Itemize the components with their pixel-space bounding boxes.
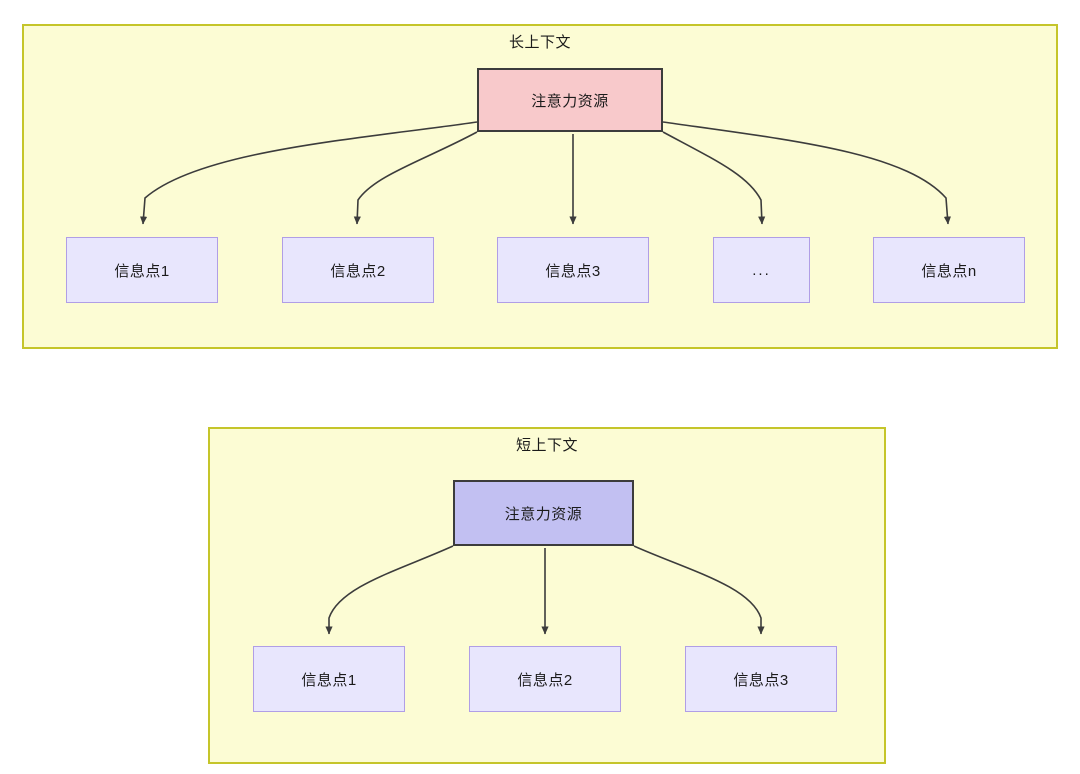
node-info-point-s1[interactable]: 信息点1 — [253, 646, 405, 712]
node-info-point-s3[interactable]: 信息点3 — [685, 646, 837, 712]
node-info-point-1[interactable]: 信息点1 — [66, 237, 218, 303]
node-info-point-ellipsis[interactable]: ... — [713, 237, 810, 303]
node-attention-resource-short[interactable]: 注意力资源 — [453, 480, 634, 546]
group-short-context — [208, 427, 886, 764]
node-info-point-2[interactable]: 信息点2 — [282, 237, 434, 303]
node-label: ... — [752, 261, 771, 279]
node-info-point-3[interactable]: 信息点3 — [497, 237, 649, 303]
node-label: 信息点3 — [733, 671, 789, 689]
node-label: 信息点2 — [517, 671, 573, 689]
node-info-point-s2[interactable]: 信息点2 — [469, 646, 621, 712]
node-info-point-n[interactable]: 信息点n — [873, 237, 1025, 303]
node-label: 信息点1 — [301, 671, 357, 689]
node-label: 注意力资源 — [531, 92, 609, 110]
node-attention-resource-long[interactable]: 注意力资源 — [477, 68, 663, 132]
node-label: 信息点1 — [114, 262, 170, 280]
node-label: 注意力资源 — [504, 505, 583, 523]
node-label: 信息点2 — [330, 262, 386, 280]
group-short-context-title: 短上下文 — [515, 437, 578, 454]
group-long-context-title: 长上下文 — [508, 34, 571, 51]
node-label: 信息点n — [921, 262, 977, 280]
node-label: 信息点3 — [545, 262, 601, 280]
